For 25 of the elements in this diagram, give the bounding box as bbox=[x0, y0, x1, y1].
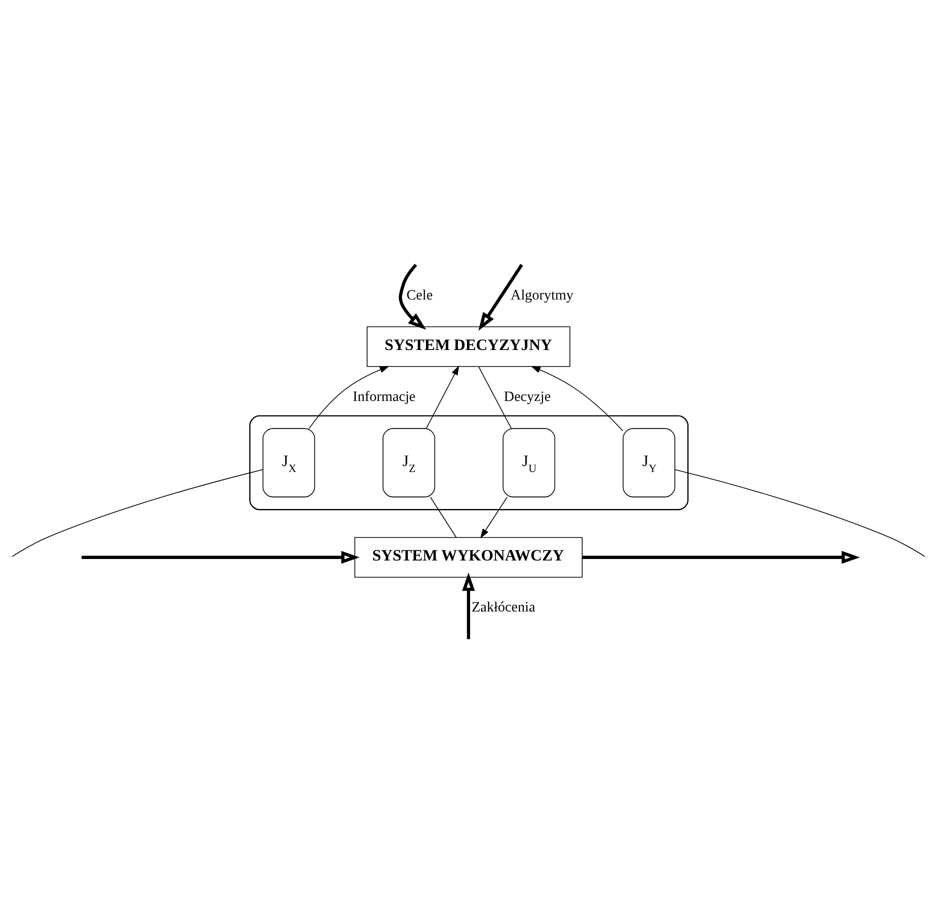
arrow bbox=[582, 550, 860, 564]
node-box: J$_{X}$ bbox=[262, 428, 316, 498]
node-box: J$_{Y}$ bbox=[622, 428, 676, 498]
arrow bbox=[480, 496, 508, 538]
connector bbox=[478, 366, 512, 429]
arrow bbox=[426, 366, 460, 429]
connector bbox=[12, 469, 264, 557]
arrow bbox=[82, 550, 360, 564]
edge-label: Decyzje bbox=[504, 389, 551, 406]
edge-label: Algorytmy bbox=[510, 287, 574, 304]
arrow bbox=[478, 264, 524, 331]
connector bbox=[430, 496, 457, 538]
node-box: J$_{U}$ bbox=[502, 428, 556, 498]
edge-label: Informacje bbox=[352, 389, 416, 406]
cluster bbox=[249, 415, 689, 510]
arrow bbox=[462, 572, 475, 640]
arrow bbox=[530, 366, 624, 432]
arrow bbox=[308, 366, 390, 429]
edge-label: Cele bbox=[406, 287, 433, 304]
edge-label: Zakłócenia bbox=[472, 600, 536, 616]
arrow bbox=[398, 264, 426, 330]
node-box: SYSTEM WYKONAWCZY bbox=[354, 537, 583, 578]
node-box: J$_{Z}$ bbox=[382, 428, 436, 498]
connector bbox=[674, 469, 926, 557]
node-box: SYSTEM DECYZYJNY bbox=[366, 326, 570, 367]
